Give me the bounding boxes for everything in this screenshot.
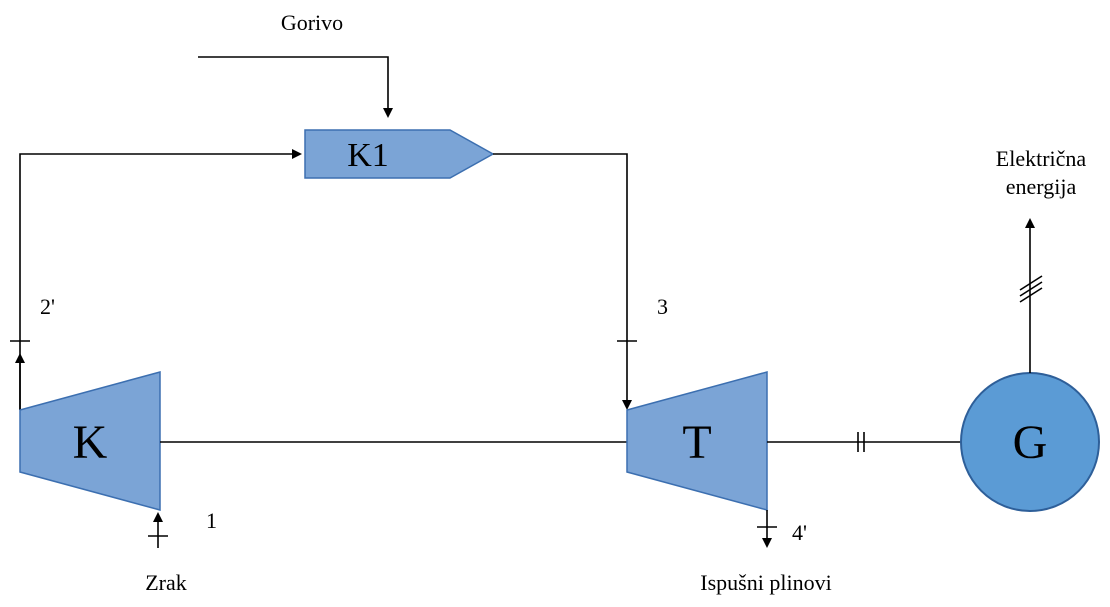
- point-2-label: 2': [40, 294, 55, 319]
- point-3-label: 3: [657, 294, 668, 319]
- fuel-line: [198, 56, 393, 118]
- combustor-label: K1: [347, 137, 389, 174]
- turbine-label: T: [682, 416, 711, 469]
- phase-mark-3: [1019, 287, 1043, 303]
- exhaust-label: Ispušni plinovi: [700, 570, 831, 595]
- generator-label: G: [1013, 416, 1048, 469]
- electric-label-line1: Električna: [996, 146, 1087, 171]
- compressor-to-combustor-line: [19, 149, 302, 410]
- point-1-label: 1: [206, 508, 217, 533]
- point-4-label: 4': [792, 520, 807, 545]
- combustor-to-turbine-line: [493, 153, 632, 410]
- compressor-label: K: [73, 416, 108, 469]
- phase-mark-2: [1019, 281, 1043, 297]
- compressor-shape: [19, 371, 161, 511]
- fuel-label: Gorivo: [281, 10, 343, 35]
- electric-label-line2: energija: [1006, 174, 1077, 199]
- air-label: Zrak: [145, 570, 187, 595]
- combustor-shape: [304, 129, 495, 179]
- phase-mark-1: [1019, 275, 1043, 291]
